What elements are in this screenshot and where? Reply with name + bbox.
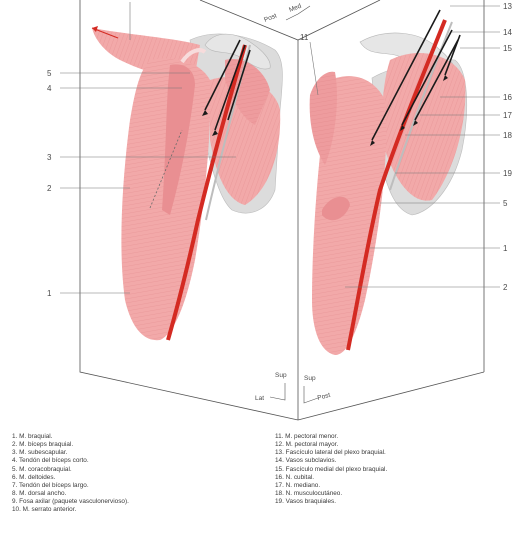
callout-5-right: 5 bbox=[503, 199, 508, 208]
callout-17: 17 bbox=[503, 111, 512, 120]
callout-14: 14 bbox=[503, 28, 512, 37]
callout-2-right: 2 bbox=[503, 283, 508, 292]
orientation-right: Sup Post bbox=[304, 375, 331, 403]
callout-1-right: 1 bbox=[503, 244, 508, 253]
legend-item: 3. M. subescapular. bbox=[12, 449, 129, 457]
legend-item: 17. N. mediano. bbox=[275, 482, 387, 490]
orientation-sup-left: Sup bbox=[275, 372, 287, 379]
callout-13: 13 bbox=[503, 2, 512, 11]
legend-item: 11. M. pectoral menor. bbox=[275, 433, 387, 441]
callout-16: 16 bbox=[503, 93, 512, 102]
legend-item: 4. Tendón del bíceps corto. bbox=[12, 457, 129, 465]
legend-item: 15. Fascículo medial del plexo braquial. bbox=[275, 466, 387, 474]
legend-item: 16. N. cubital. bbox=[275, 474, 387, 482]
callout-11: 11 bbox=[300, 33, 309, 42]
legend-item: 5. M. coracobraquial. bbox=[12, 466, 129, 474]
legend-item: 8. M. dorsal ancho. bbox=[12, 490, 129, 498]
orientation-left: Sup Lat bbox=[255, 372, 287, 402]
legend-item: 14. Vasos subclavios. bbox=[275, 457, 387, 465]
callout-1-left: 1 bbox=[47, 289, 52, 298]
legend-right: 11. M. pectoral menor. 12. M. pectoral m… bbox=[275, 433, 387, 506]
legend-item: 10. M. serrato anterior. bbox=[12, 506, 129, 514]
orientation-top: Post Med bbox=[263, 2, 310, 23]
right-arm-view bbox=[310, 10, 467, 355]
legend-item: 9. Fosa axilar (paquete vasculonervioso)… bbox=[12, 498, 129, 506]
callout-3-left: 3 bbox=[47, 153, 52, 162]
legend-item: 12. M. pectoral mayor. bbox=[275, 441, 387, 449]
legend-item: 7. Tendón del bíceps largo. bbox=[12, 482, 129, 490]
legend-left: 1. M. braquial. 2. M. bíceps braquial. 3… bbox=[12, 433, 129, 515]
orientation-post-right: Post bbox=[317, 392, 332, 402]
callout-2-left: 2 bbox=[47, 184, 52, 193]
callout-15: 15 bbox=[503, 44, 512, 53]
callout-5-left: 5 bbox=[47, 69, 52, 78]
legend-item: 6. M. deltoides. bbox=[12, 474, 129, 482]
legend-item: 18. N. musculocutáneo. bbox=[275, 490, 387, 498]
anatomy-figure: 5 4 3 2 1 11 13 14 15 16 17 18 19 5 1 2 … bbox=[0, 0, 514, 430]
legend-item: 19. Vasos braquiales. bbox=[275, 498, 387, 506]
orientation-sup-right: Sup bbox=[304, 375, 316, 382]
legend-item: 13. Fascículo lateral del plexo braquial… bbox=[275, 449, 387, 457]
legend-item: 1. M. braquial. bbox=[12, 433, 129, 441]
legend-item: 2. M. bíceps braquial. bbox=[12, 441, 129, 449]
orientation-post-top: Post bbox=[263, 12, 278, 23]
callout-19: 19 bbox=[503, 169, 512, 178]
orientation-lat-left: Lat bbox=[255, 395, 264, 402]
callout-18: 18 bbox=[503, 131, 512, 140]
callout-4-left: 4 bbox=[47, 84, 52, 93]
